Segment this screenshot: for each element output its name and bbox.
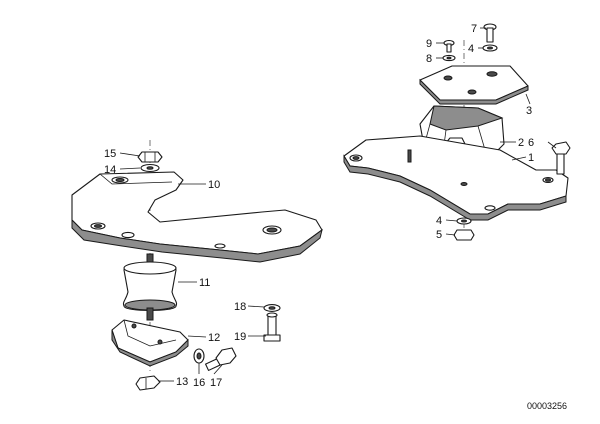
part-16-washer[interactable] [193,348,205,364]
part-4-washer-bottom[interactable] [456,217,472,225]
part-18-washer[interactable] [263,304,281,312]
callout-10: 10 [208,179,220,191]
callout-8: 8 [426,53,432,65]
part-3-top-plate[interactable] [419,65,529,105]
callout-2: 2 [518,137,524,149]
part-9-bolt[interactable] [443,39,455,53]
callout-13: 13 [176,376,188,388]
callout-19: 19 [234,331,246,343]
part-15-nut[interactable] [137,151,163,163]
part-11-rubber-mount[interactable] [122,253,178,321]
part-1-crossmember[interactable] [343,135,569,221]
drawing-number: 00003256 [527,401,567,411]
part-4-washer-top[interactable] [482,44,498,52]
callout-7: 7 [471,23,477,35]
callout-4-top: 4 [468,43,474,55]
callout-1: 1 [528,152,534,164]
part-17-bolt[interactable] [205,347,237,371]
part-12-lower-bracket[interactable] [111,319,189,367]
callout-11: 11 [199,277,210,289]
callout-16: 16 [193,377,205,389]
callout-4-bottom: 4 [436,215,442,227]
callout-6: 6 [528,137,534,149]
part-13-nut[interactable] [135,375,161,391]
callout-18: 18 [234,301,246,313]
callout-5: 5 [436,229,442,241]
callout-12: 12 [208,332,220,344]
part-14-washer[interactable] [140,163,160,173]
callout-17: 17 [210,377,222,389]
callout-9: 9 [426,38,432,50]
leader-lines [119,27,557,382]
part-19-bolt[interactable] [263,312,281,342]
part-7-bolt[interactable] [483,23,497,43]
part-8-washer[interactable] [442,54,456,62]
callout-15: 15 [104,148,116,160]
callout-3: 3 [526,105,532,117]
part-10-crossmember-bracket[interactable] [71,171,323,263]
part-5-nut[interactable] [453,229,475,241]
callout-14: 14 [104,164,116,176]
part-6-bolt[interactable] [551,141,571,175]
